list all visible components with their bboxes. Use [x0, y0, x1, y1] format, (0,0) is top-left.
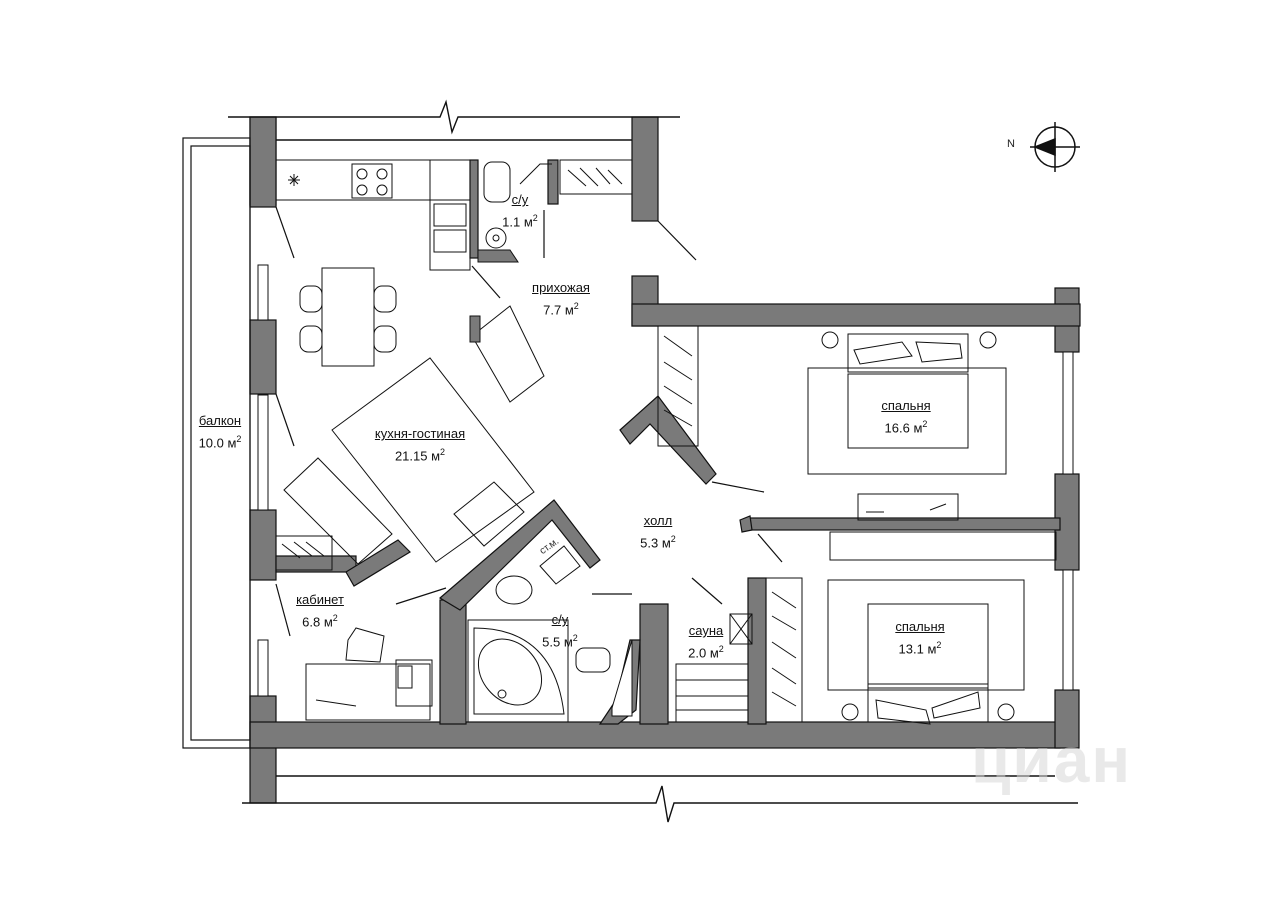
- room-name: кабинет: [296, 592, 344, 607]
- room-label-bedroom-1: спальня 16.6 м2: [881, 397, 930, 437]
- room-label-wc-small: с/у 1.1 м2: [502, 191, 538, 231]
- room-area: 21.15 м2: [394, 447, 446, 464]
- room-label-bathroom: с/у 5.5 м2: [542, 611, 578, 651]
- room-area: 10.0 м2: [198, 434, 242, 451]
- small-wc-fixtures: [477, 161, 552, 263]
- bathroom-fixtures: [467, 545, 633, 723]
- walls: [249, 116, 1081, 804]
- balcony-outline: [182, 137, 251, 749]
- compass-icon: [1030, 122, 1080, 172]
- room-area: 5.5 м2: [542, 633, 578, 650]
- room-name: спальня: [881, 398, 931, 413]
- bedroom-1-furniture: [807, 331, 1007, 521]
- room-label-study: кабинет 6.8 м2: [296, 591, 344, 631]
- room-name: спальня: [895, 619, 945, 634]
- room-label-kitchen: кухня-гостиная 21.15 м2: [375, 425, 465, 465]
- room-label-corridor: холл 5.3 м2: [640, 512, 676, 552]
- room-area: 2.0 м2: [688, 644, 724, 661]
- room-name: с/у: [511, 192, 529, 207]
- room-name: с/у: [551, 612, 569, 627]
- room-name: кухня-гостиная: [374, 426, 466, 441]
- living-rug: [283, 305, 545, 565]
- room-area: 6.8 м2: [302, 613, 338, 630]
- door-swings: [275, 206, 783, 637]
- room-area: 7.7 м2: [543, 301, 579, 318]
- building-outline: [228, 99, 1078, 823]
- sauna-fixtures: [675, 613, 753, 723]
- room-area: 5.3 м2: [640, 534, 676, 551]
- kitchen-counter: [275, 159, 471, 271]
- room-label-bedroom-2: спальня 13.1 м2: [895, 618, 944, 658]
- compass-north-label: N: [1007, 138, 1015, 150]
- room-area: 1.1 м2: [502, 213, 538, 230]
- room-area: 13.1 м2: [898, 640, 942, 657]
- room-name: балкон: [198, 413, 242, 428]
- room-label-balcony: балкон 10.0 м2: [199, 412, 242, 452]
- room-name: сауна: [688, 623, 724, 638]
- bedroom-2-furniture: [827, 531, 1057, 725]
- windows: [257, 264, 1074, 697]
- dining-table: [299, 267, 397, 367]
- room-label-hall: прихожая 7.7 м2: [532, 279, 590, 319]
- watermark: циан: [971, 724, 1132, 796]
- room-label-sauna: сауна 2.0 м2: [688, 622, 724, 662]
- room-area: 16.6 м2: [884, 419, 928, 436]
- room-name: холл: [643, 513, 673, 528]
- wardrobes: [275, 159, 803, 723]
- study-furniture: [305, 627, 433, 721]
- room-name: прихожая: [532, 280, 590, 295]
